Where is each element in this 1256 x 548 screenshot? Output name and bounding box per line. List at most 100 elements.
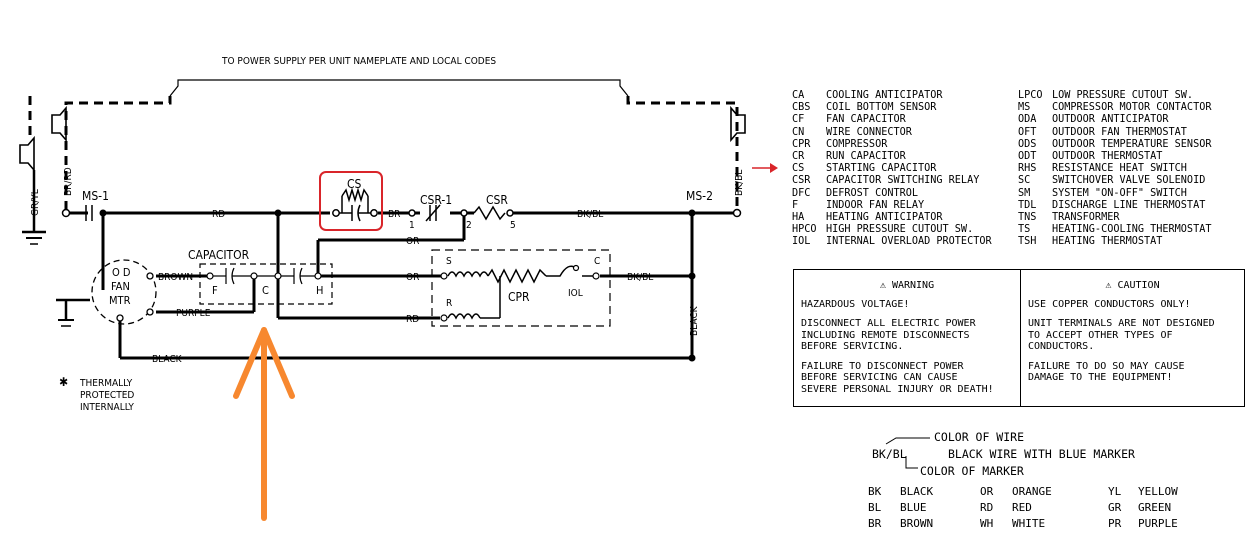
legend-desc: COOLING ANTICIPATOR (826, 90, 943, 101)
red-legend-arrow (752, 163, 778, 173)
legend-desc: COIL BOTTOM SENSOR (826, 102, 937, 114)
color-code-cell: BLUE (900, 501, 927, 514)
cap-f-label: F (212, 284, 218, 297)
legend-desc: TRANSFORMER (1052, 212, 1120, 224)
caution-p1: USE COPPER CONDUCTORS ONLY! (1028, 298, 1191, 310)
legend-desc: COMPRESSOR MOTOR CONTACTOR (1052, 102, 1212, 114)
legend-row: CBS COIL BOTTOM SENSOR (792, 102, 992, 114)
legend-desc: FAN CAPACITOR (826, 114, 906, 126)
legend-abbr: SC (1018, 175, 1031, 187)
color-code-cell: GREEN (1138, 501, 1172, 514)
orange-pointer-arrow (233, 327, 295, 521)
legend-abbr: ODA (1018, 114, 1037, 126)
ground-symbols (19, 105, 746, 327)
legend-abbr: TSH (1018, 236, 1037, 248)
legend-desc: COMPRESSOR (826, 138, 888, 150)
legend-desc: LOW PRESSURE CUTOUT SW. (1052, 90, 1194, 101)
legend-desc: HIGH PRESSURE CUTOUT SW. (826, 224, 974, 236)
ms2-label: MS-2 (686, 189, 713, 203)
legend-abbr: DFC (792, 187, 811, 199)
legend-desc: HEATING ANTICIPATOR (826, 212, 943, 224)
color-code-cell: WH (980, 517, 994, 530)
warning-title: WARNING (891, 280, 935, 291)
bk-bl-cpr-label: BK/BL (627, 272, 653, 283)
terminal-5-label: 5 (510, 220, 516, 231)
color-code-cell: RED (1012, 501, 1032, 514)
od-label: O D (112, 266, 131, 279)
legend-left-column: CA COOLING ANTICIPATOR CBS COIL BOTTOM SENS… (792, 90, 992, 249)
terminal-2-label: 2 (466, 220, 472, 231)
note-line-2: PROTECTED (80, 390, 134, 401)
color-code-cell: BL (868, 501, 882, 514)
rd-low-label: RD (406, 314, 419, 325)
csr1-contact (408, 204, 468, 222)
legend-desc: HEATING THERMOSTAT (1052, 236, 1163, 248)
legend-row: CF FAN CAPACITOR (792, 114, 992, 126)
s-terminal-label: S (446, 256, 452, 267)
legend-row: TNS TRANSFORMER (1018, 212, 1211, 224)
rd-top-label: RD (212, 209, 225, 220)
legend-abbr: IOL (792, 236, 811, 248)
color-code-cell: YL (1108, 485, 1122, 498)
br-rd-label: BR/RD (63, 167, 74, 196)
wire-key-leader-lines (885, 437, 930, 469)
color-code-cell: ORANGE (1012, 485, 1052, 498)
power-supply-text: TO POWER SUPPLY PER UNIT NAMEPLATE AND L… (221, 56, 496, 67)
legend-abbr: MS (1018, 102, 1031, 114)
cpr-label: CPR (508, 290, 530, 304)
legend-abbr: CA (792, 90, 805, 101)
r-terminal-label: R (446, 298, 452, 309)
cs-label: CS (347, 177, 362, 191)
gr-yl-label: GR/YL (30, 189, 41, 216)
caution-p3: FAILURE TO DO SO MAY CAUSE DAMAGE TO THE… (1028, 360, 1185, 384)
legend-abbr: CS (792, 163, 805, 175)
legend-abbr: F (792, 199, 799, 211)
cs-highlight-box (319, 171, 383, 231)
black-vertical-label: BLACK (689, 305, 700, 336)
warning-p3: FAILURE TO DISCONNECT POWER BEFORE SERVI… (801, 360, 994, 395)
star-note-symbol: ✱ (59, 375, 68, 389)
color-code-cell: BLACK (900, 485, 934, 498)
legend-abbr: CPR (792, 138, 811, 150)
c-terminal-label: C (594, 256, 600, 267)
ms1-label: MS-1 (82, 189, 109, 203)
legend-abbr: TNS (1018, 212, 1037, 224)
legend-abbr: CF (792, 114, 805, 126)
legend-row: TS HEATING-COOLING THERMOSTAT (1018, 224, 1211, 236)
caution-p2: UNIT TERMINALS ARE NOT DESIGNED TO ACCEP… (1028, 318, 1215, 352)
legend-abbr: ODS (1018, 138, 1037, 150)
legend-abbr: CBS (792, 102, 811, 114)
legend-desc: HEATING-COOLING THERMOSTAT (1052, 224, 1212, 236)
color-code-cell: BR (868, 517, 882, 530)
warning-caution-box: ⚠ WARNING HAZARDOUS VOLTAGE! DISCONNECT … (793, 269, 1245, 407)
legend-desc: DEFROST CONTROL (826, 187, 919, 199)
or-mid-label: OR (406, 272, 419, 283)
legend-row: CA COOLING ANTICIPATOR (792, 90, 992, 102)
legend-desc: OUTDOOR FAN THERMOSTAT (1052, 126, 1187, 138)
cap-c-label: C (262, 284, 269, 297)
color-code-cell: OR (980, 485, 994, 498)
legend-desc: INDOOR FAN RELAY (826, 199, 925, 211)
bk-bl-vertical-label: BK/BL (734, 170, 745, 196)
ms1-contact (61, 205, 742, 221)
legend-abbr: TS (1018, 224, 1031, 236)
caution-panel: ⚠ CAUTION USE COPPER CONDUCTORS ONLY! UN… (1021, 270, 1244, 406)
legend-abbr: RHS (1018, 163, 1037, 175)
legend-row: DFC DEFROST CONTROL (792, 188, 992, 200)
legend-row: HA HEATING ANTICIPATOR (792, 212, 992, 224)
legend-abbr: HA (792, 212, 805, 224)
legend-desc: DISCHARGE LINE THERMOSTAT (1052, 199, 1206, 211)
color-of-marker-label: COLOR OF MARKER (920, 464, 1024, 478)
caution-triangle-icon: ⚠ (1105, 280, 1112, 291)
